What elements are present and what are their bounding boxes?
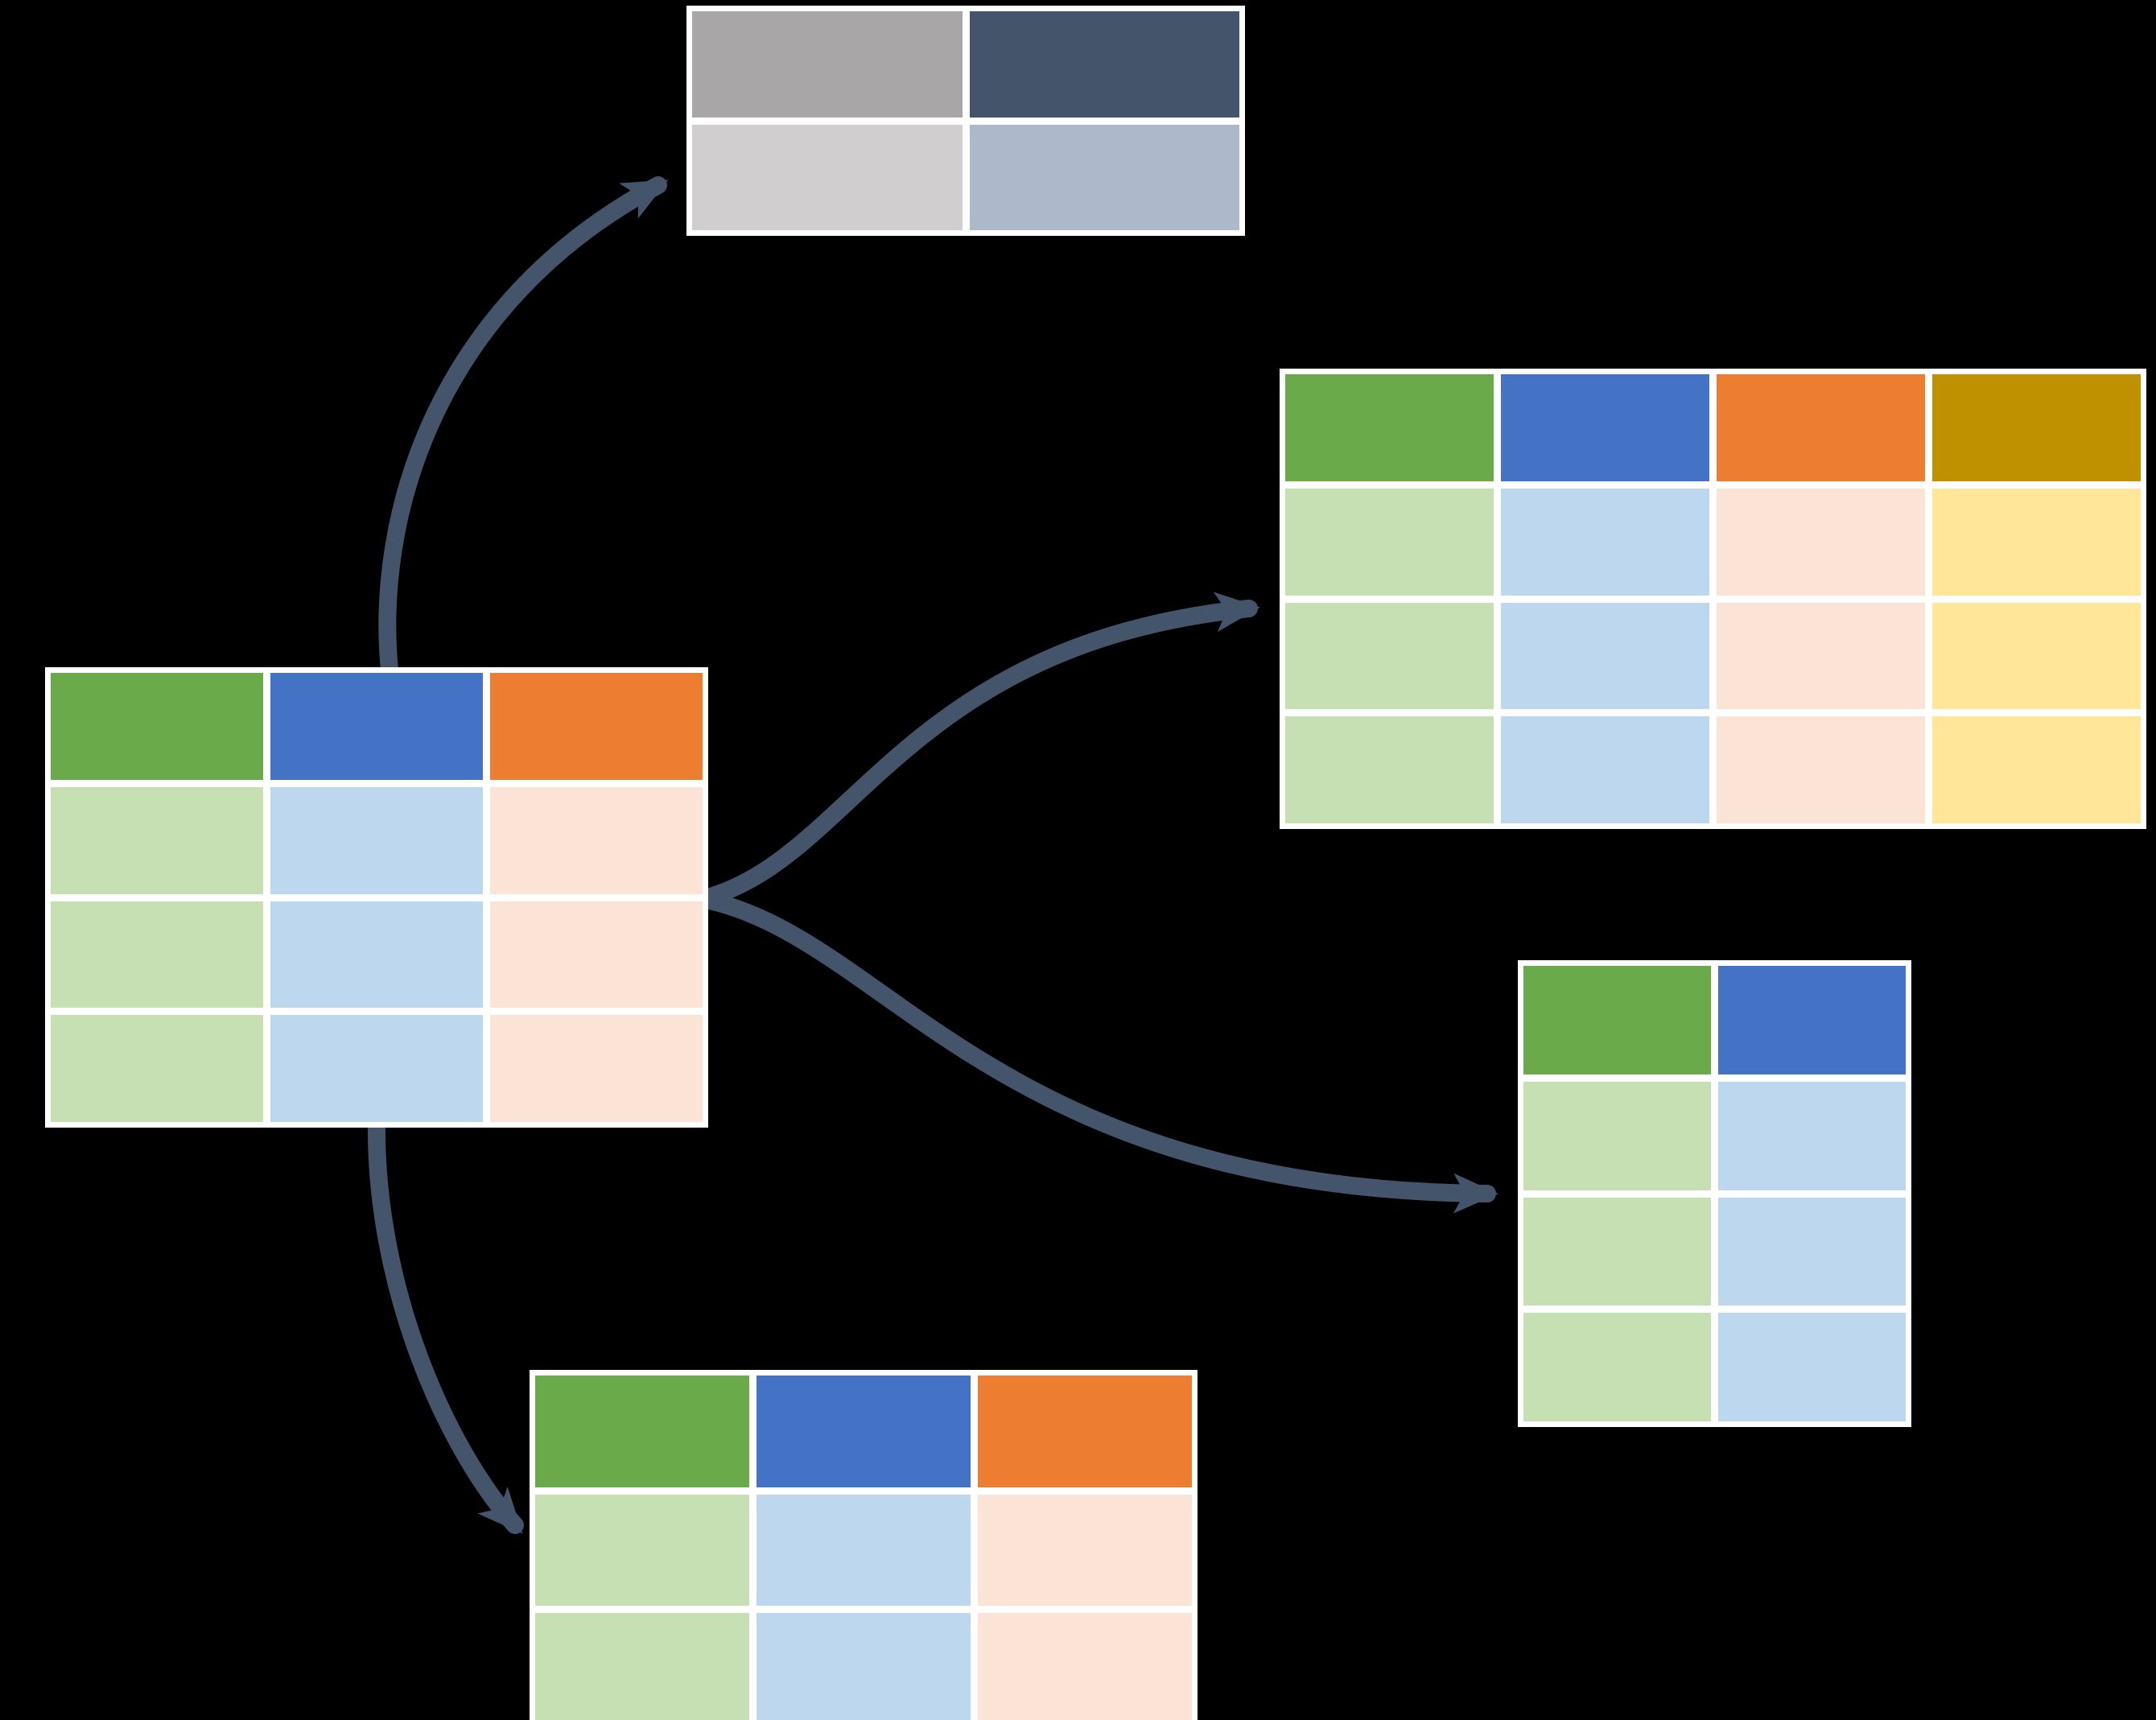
- arrow-center-to-top-table: [378, 176, 669, 687]
- body-cell: [756, 1494, 971, 1607]
- body-cell: [270, 786, 483, 894]
- body-cell: [1523, 1081, 1711, 1190]
- header-cell: [1718, 966, 1906, 1074]
- header-cell: [1523, 966, 1711, 1074]
- table-center-source: [45, 667, 708, 1128]
- arrow-center-to-bottom-table: [367, 1112, 524, 1534]
- body-cell: [978, 1494, 1192, 1607]
- body-cell: [1718, 1313, 1906, 1421]
- table-right-lower: [1518, 960, 1911, 1427]
- arrow-center-to-right-lower-table: [693, 890, 1498, 1214]
- body-cell: [692, 124, 963, 230]
- header-cell: [490, 673, 703, 780]
- header-cell: [1717, 374, 1925, 481]
- body-cell: [1501, 602, 1709, 710]
- body-cell: [1717, 488, 1925, 596]
- body-cell: [978, 1613, 1192, 1720]
- body-cell: [756, 1613, 971, 1720]
- body-cell: [51, 786, 263, 894]
- body-cell: [1501, 488, 1709, 596]
- body-cell: [51, 901, 263, 1008]
- header-cell: [535, 1376, 749, 1487]
- body-cell: [490, 901, 703, 1008]
- header-cell: [270, 673, 483, 780]
- body-cell: [535, 1613, 749, 1720]
- body-cell: [1285, 716, 1494, 823]
- body-cell: [1523, 1313, 1711, 1421]
- body-cell: [270, 1015, 483, 1122]
- body-cell: [490, 1015, 703, 1122]
- table-right-upper: [1280, 369, 2146, 829]
- body-cell: [969, 124, 1239, 230]
- header-cell: [1501, 374, 1709, 481]
- arrow-center-to-right-upper-table: [693, 592, 1260, 908]
- header-cell: [51, 673, 263, 780]
- body-cell: [490, 786, 703, 894]
- body-cell: [1932, 716, 2141, 823]
- header-cell: [1932, 374, 2141, 481]
- body-cell: [1285, 602, 1494, 710]
- header-cell: [692, 11, 963, 118]
- table-top: [686, 6, 1245, 236]
- body-cell: [1932, 488, 2141, 596]
- body-cell: [1717, 602, 1925, 710]
- body-cell: [1718, 1197, 1906, 1306]
- body-cell: [535, 1494, 749, 1607]
- header-cell: [969, 11, 1239, 118]
- body-cell: [1932, 602, 2141, 710]
- header-cell: [756, 1376, 971, 1487]
- body-cell: [51, 1015, 263, 1122]
- body-cell: [1501, 716, 1709, 823]
- body-cell: [1718, 1081, 1906, 1190]
- header-cell: [1285, 374, 1494, 481]
- body-cell: [1717, 716, 1925, 823]
- header-cell: [978, 1376, 1192, 1487]
- table-bottom: [530, 1370, 1198, 1720]
- body-cell: [1285, 488, 1494, 596]
- body-cell: [270, 901, 483, 1008]
- body-cell: [1523, 1197, 1711, 1306]
